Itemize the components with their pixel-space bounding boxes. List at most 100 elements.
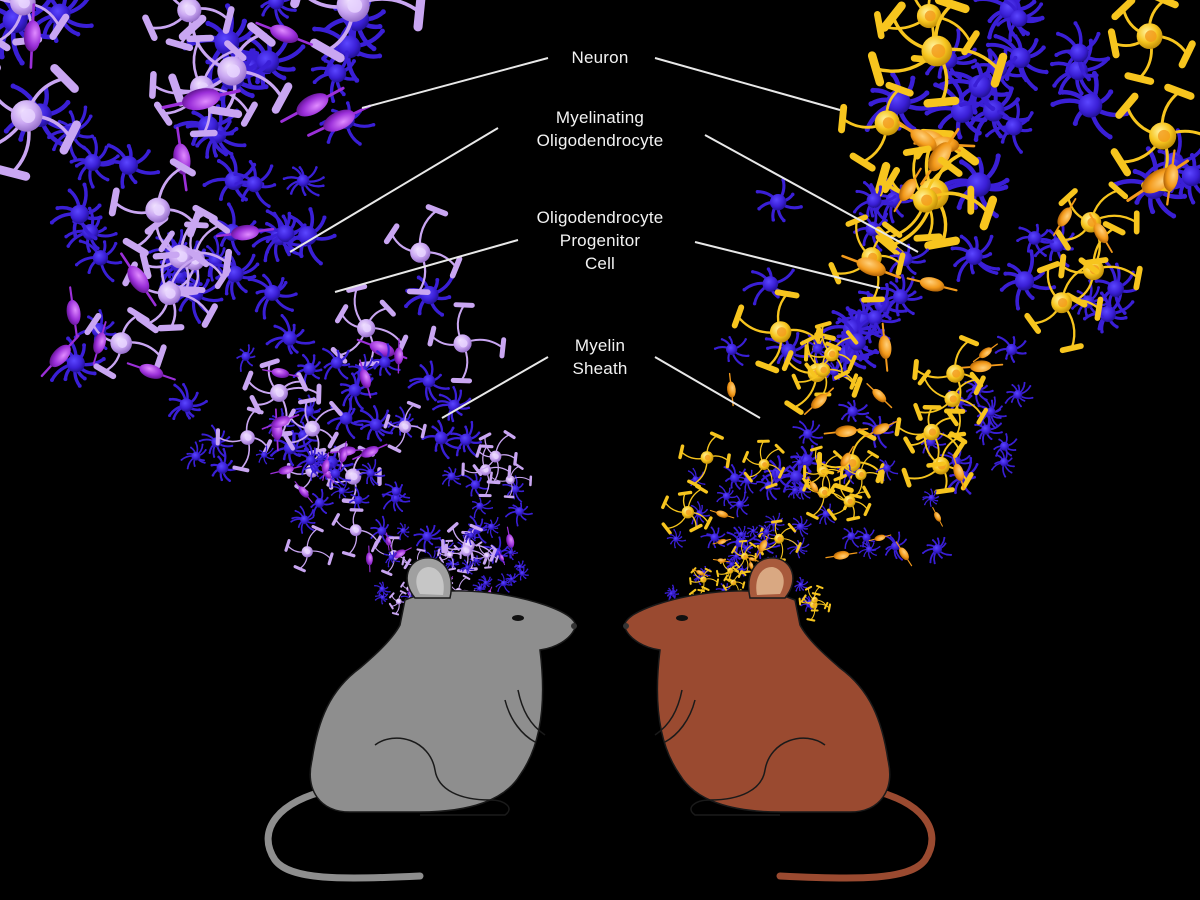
myelin-sheath-segment — [240, 101, 258, 127]
neuron-dendrite-tip — [19, 60, 25, 66]
neuron-dendrite-tip — [313, 471, 316, 474]
neuron-dendrite-tip — [195, 143, 200, 148]
opc-cell — [709, 509, 735, 519]
myelin-sheath-segment — [0, 165, 31, 181]
neuron-dendrite-tip — [878, 185, 883, 189]
neuron-dendrite-tip — [371, 122, 376, 127]
myelin-sheath-segment — [952, 441, 966, 458]
neuron-dendrite-tip — [376, 483, 379, 486]
myelin-sheath-segment — [803, 344, 809, 362]
neuron-dendrite-tip — [239, 369, 242, 372]
neuron-dendrite-tip — [1006, 391, 1009, 394]
myelin-sheath-segment — [242, 370, 254, 391]
neuron-dendrite-tip — [944, 443, 947, 446]
neuron-dendrite-tip — [299, 254, 304, 259]
opc-cell — [920, 127, 960, 186]
neuron-dendrite-tip — [291, 166, 295, 169]
neuron-cell — [236, 344, 256, 372]
neuron-soma — [822, 510, 830, 518]
neuron-dendrite-tip — [1079, 91, 1084, 96]
myelin-sheath-segment — [259, 358, 280, 369]
myelin-sheath-segment — [208, 105, 243, 119]
neuron-dendrite-tip — [327, 421, 330, 425]
neuron-cell — [383, 551, 401, 568]
neuron-dendrite-tip — [481, 518, 484, 521]
neuron-dendrite-tip — [673, 590, 676, 592]
neuron-dendrite-tip — [895, 557, 898, 560]
neuron-dendrite-tip — [506, 545, 509, 548]
neuron-dendrite-tip — [752, 525, 754, 528]
neuron-dendrite-tip — [517, 569, 519, 571]
neuron-dendrite-tip — [1091, 70, 1098, 76]
neuron-dendrite-tip — [379, 582, 381, 584]
neuron-dendrite-tip — [90, 134, 95, 139]
opc-soma — [899, 178, 917, 202]
neuron-dendrite-tip — [312, 26, 318, 32]
neuron-dendrite-tip — [1029, 385, 1032, 387]
neuron-dendrite-tip — [92, 371, 97, 376]
neuron-dendrite-tip — [999, 408, 1002, 411]
oligodendrocyte-nucleus — [729, 569, 732, 573]
opc-soma — [953, 463, 965, 482]
neuron-dendrite-tip — [922, 451, 925, 454]
neuron-dendrite-tip — [191, 414, 195, 418]
neuron-dendrite-tip — [870, 329, 874, 334]
myelin-sheath-segment — [49, 13, 70, 40]
myelin-sheath-segment — [806, 511, 819, 520]
neuron-dendrite-tip — [1044, 69, 1049, 75]
neuron-dendrite-tip — [509, 574, 512, 576]
neuron-dendrite-tip — [1004, 177, 1010, 183]
neuron-dendrite-tip — [497, 590, 499, 592]
neuron-dendrite-tip — [751, 491, 754, 494]
neuron-cell — [202, 155, 265, 202]
neuron-dendrite-tip — [459, 483, 462, 485]
neuron-dendrite-tip — [926, 544, 929, 547]
neuron-dendrite-tip — [505, 554, 508, 557]
opc-cell — [958, 360, 1004, 373]
neuron-cell — [459, 559, 475, 575]
neuron-dendrite-tip — [1171, 213, 1177, 219]
neuron-soma — [420, 286, 439, 305]
neuron-dendrite-tip — [425, 525, 428, 528]
neuron-dendrite-tip — [74, 164, 79, 168]
neuron-dendrite-tip — [463, 536, 465, 538]
neuron-dendrite-tip — [978, 437, 981, 440]
myelin-sheath-segment — [187, 209, 202, 238]
oligodendrocyte-nucleus — [776, 327, 787, 337]
neuron-dendrite-tip — [126, 144, 131, 149]
neuron-dendrite-tip — [457, 477, 460, 480]
opc-cell — [837, 445, 854, 474]
myelin-sheath-segment — [330, 442, 348, 454]
neuron-dendrite-tip — [790, 486, 793, 488]
myelin-sheath-segment — [880, 470, 885, 484]
neuron-dendrite-tip — [347, 363, 351, 366]
oligodendrocyte-nucleus — [153, 204, 165, 216]
oligodendrocyte-cell — [0, 0, 70, 52]
neuron-dendrite-tip — [807, 462, 810, 464]
myelin-sheath-segment — [168, 73, 185, 107]
neuron-dendrite-tip — [726, 543, 729, 546]
myelin-sheath-segment — [704, 567, 712, 573]
neuron-dendrite-tip — [794, 585, 796, 588]
neuron-cell — [432, 386, 472, 423]
neuron-cell — [233, 159, 277, 208]
neuron-dendrite-tip — [484, 512, 486, 515]
myelin-sheath-segment — [503, 430, 516, 440]
neuron-dendrite-tip — [744, 491, 747, 494]
neuron-dendrite-tip — [1060, 89, 1066, 95]
neuron-dendrite-tip — [521, 483, 524, 485]
neuron-dendrite-tip — [312, 509, 314, 511]
neuron-dendrite-tip — [73, 156, 77, 160]
neuron-soma — [769, 193, 787, 211]
neuron-dendrite-tip — [486, 531, 489, 534]
neuron-soma — [216, 461, 229, 474]
opc-soma — [499, 554, 505, 562]
neuron-dendrite-tip — [796, 580, 799, 583]
opc-soma — [386, 537, 392, 545]
neuron-dendrite-tip — [82, 182, 87, 187]
neuron-cell — [445, 420, 483, 458]
neuron-soma — [261, 451, 268, 459]
neuron-dendrite-tip — [856, 319, 861, 324]
neuron-cell — [884, 531, 907, 561]
neuron-dendrite-tip — [438, 529, 441, 532]
